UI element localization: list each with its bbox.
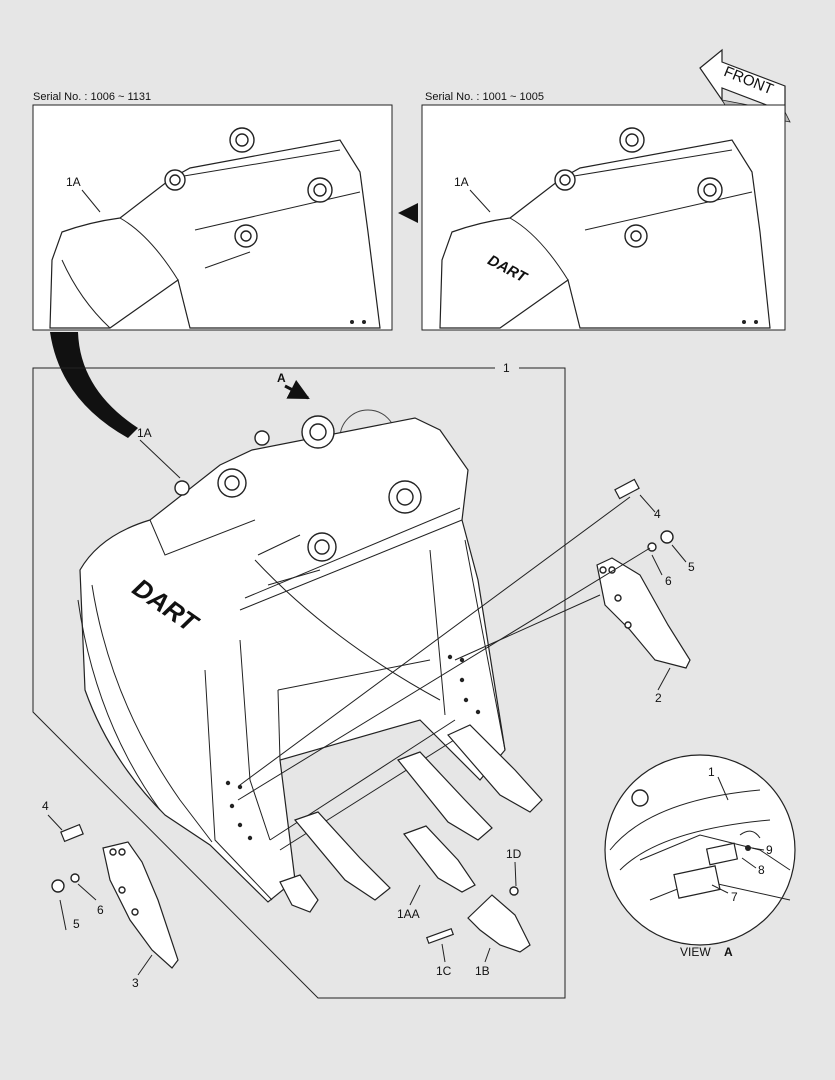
inset-left-panel: 1A (32, 104, 393, 331)
serial-label-left: Serial No. : 1006 ~ 1131 (33, 91, 151, 103)
label-6-right: 6 (665, 574, 672, 588)
label-6-left: 6 (97, 903, 104, 917)
bucket-sketch-right: DART (439, 127, 771, 329)
washer-right (647, 542, 657, 552)
bucket-teeth (279, 724, 543, 913)
pointer-triangle (398, 203, 418, 223)
washer-left (70, 873, 80, 883)
view-arrow-letter: A (277, 371, 286, 385)
leader-lines (47, 439, 687, 976)
view-direction-arrow (284, 379, 310, 400)
serial-plate (673, 865, 721, 899)
label-4-right: 4 (654, 507, 661, 521)
label-1a-main: 1A (137, 426, 152, 440)
label-1b: 1B (475, 964, 490, 978)
label-1c: 1C (436, 964, 452, 978)
nut-right (660, 530, 674, 544)
label-1aa: 1AA (397, 907, 420, 921)
tooth-adapter-parts (425, 886, 531, 953)
curved-pointer-arrow (50, 332, 138, 438)
view-letter: A (724, 945, 733, 959)
inset-right-panel: DART 1A (421, 104, 786, 331)
label-1d: 1D (506, 847, 522, 861)
label-1a-left: 1A (66, 175, 81, 189)
label-4-left: 4 (42, 799, 49, 813)
label-1a-right: 1A (454, 175, 469, 189)
view-label-1: 1 (708, 765, 715, 779)
side-cutter-left (102, 841, 179, 969)
label-2: 2 (655, 691, 662, 705)
view-label-8: 8 (758, 863, 765, 877)
main-bucket: DART (77, 415, 506, 903)
serial-label-right: Serial No. : 1001 ~ 1005 (425, 91, 544, 103)
view-a-detail (604, 754, 796, 946)
view-label-7: 7 (731, 890, 738, 904)
bolt-right (614, 478, 640, 500)
nut-left (51, 879, 65, 893)
bolt-left (60, 823, 84, 843)
view-prefix: VIEW (680, 945, 711, 959)
bucket-sketch-left (49, 127, 381, 329)
label-5-right: 5 (688, 560, 695, 574)
label-1: 1 (503, 361, 510, 375)
name-plate (705, 842, 739, 866)
side-cutter-right (596, 557, 691, 669)
label-5-left: 5 (73, 917, 80, 931)
label-3: 3 (132, 976, 139, 990)
view-label-9: 9 (766, 843, 773, 857)
